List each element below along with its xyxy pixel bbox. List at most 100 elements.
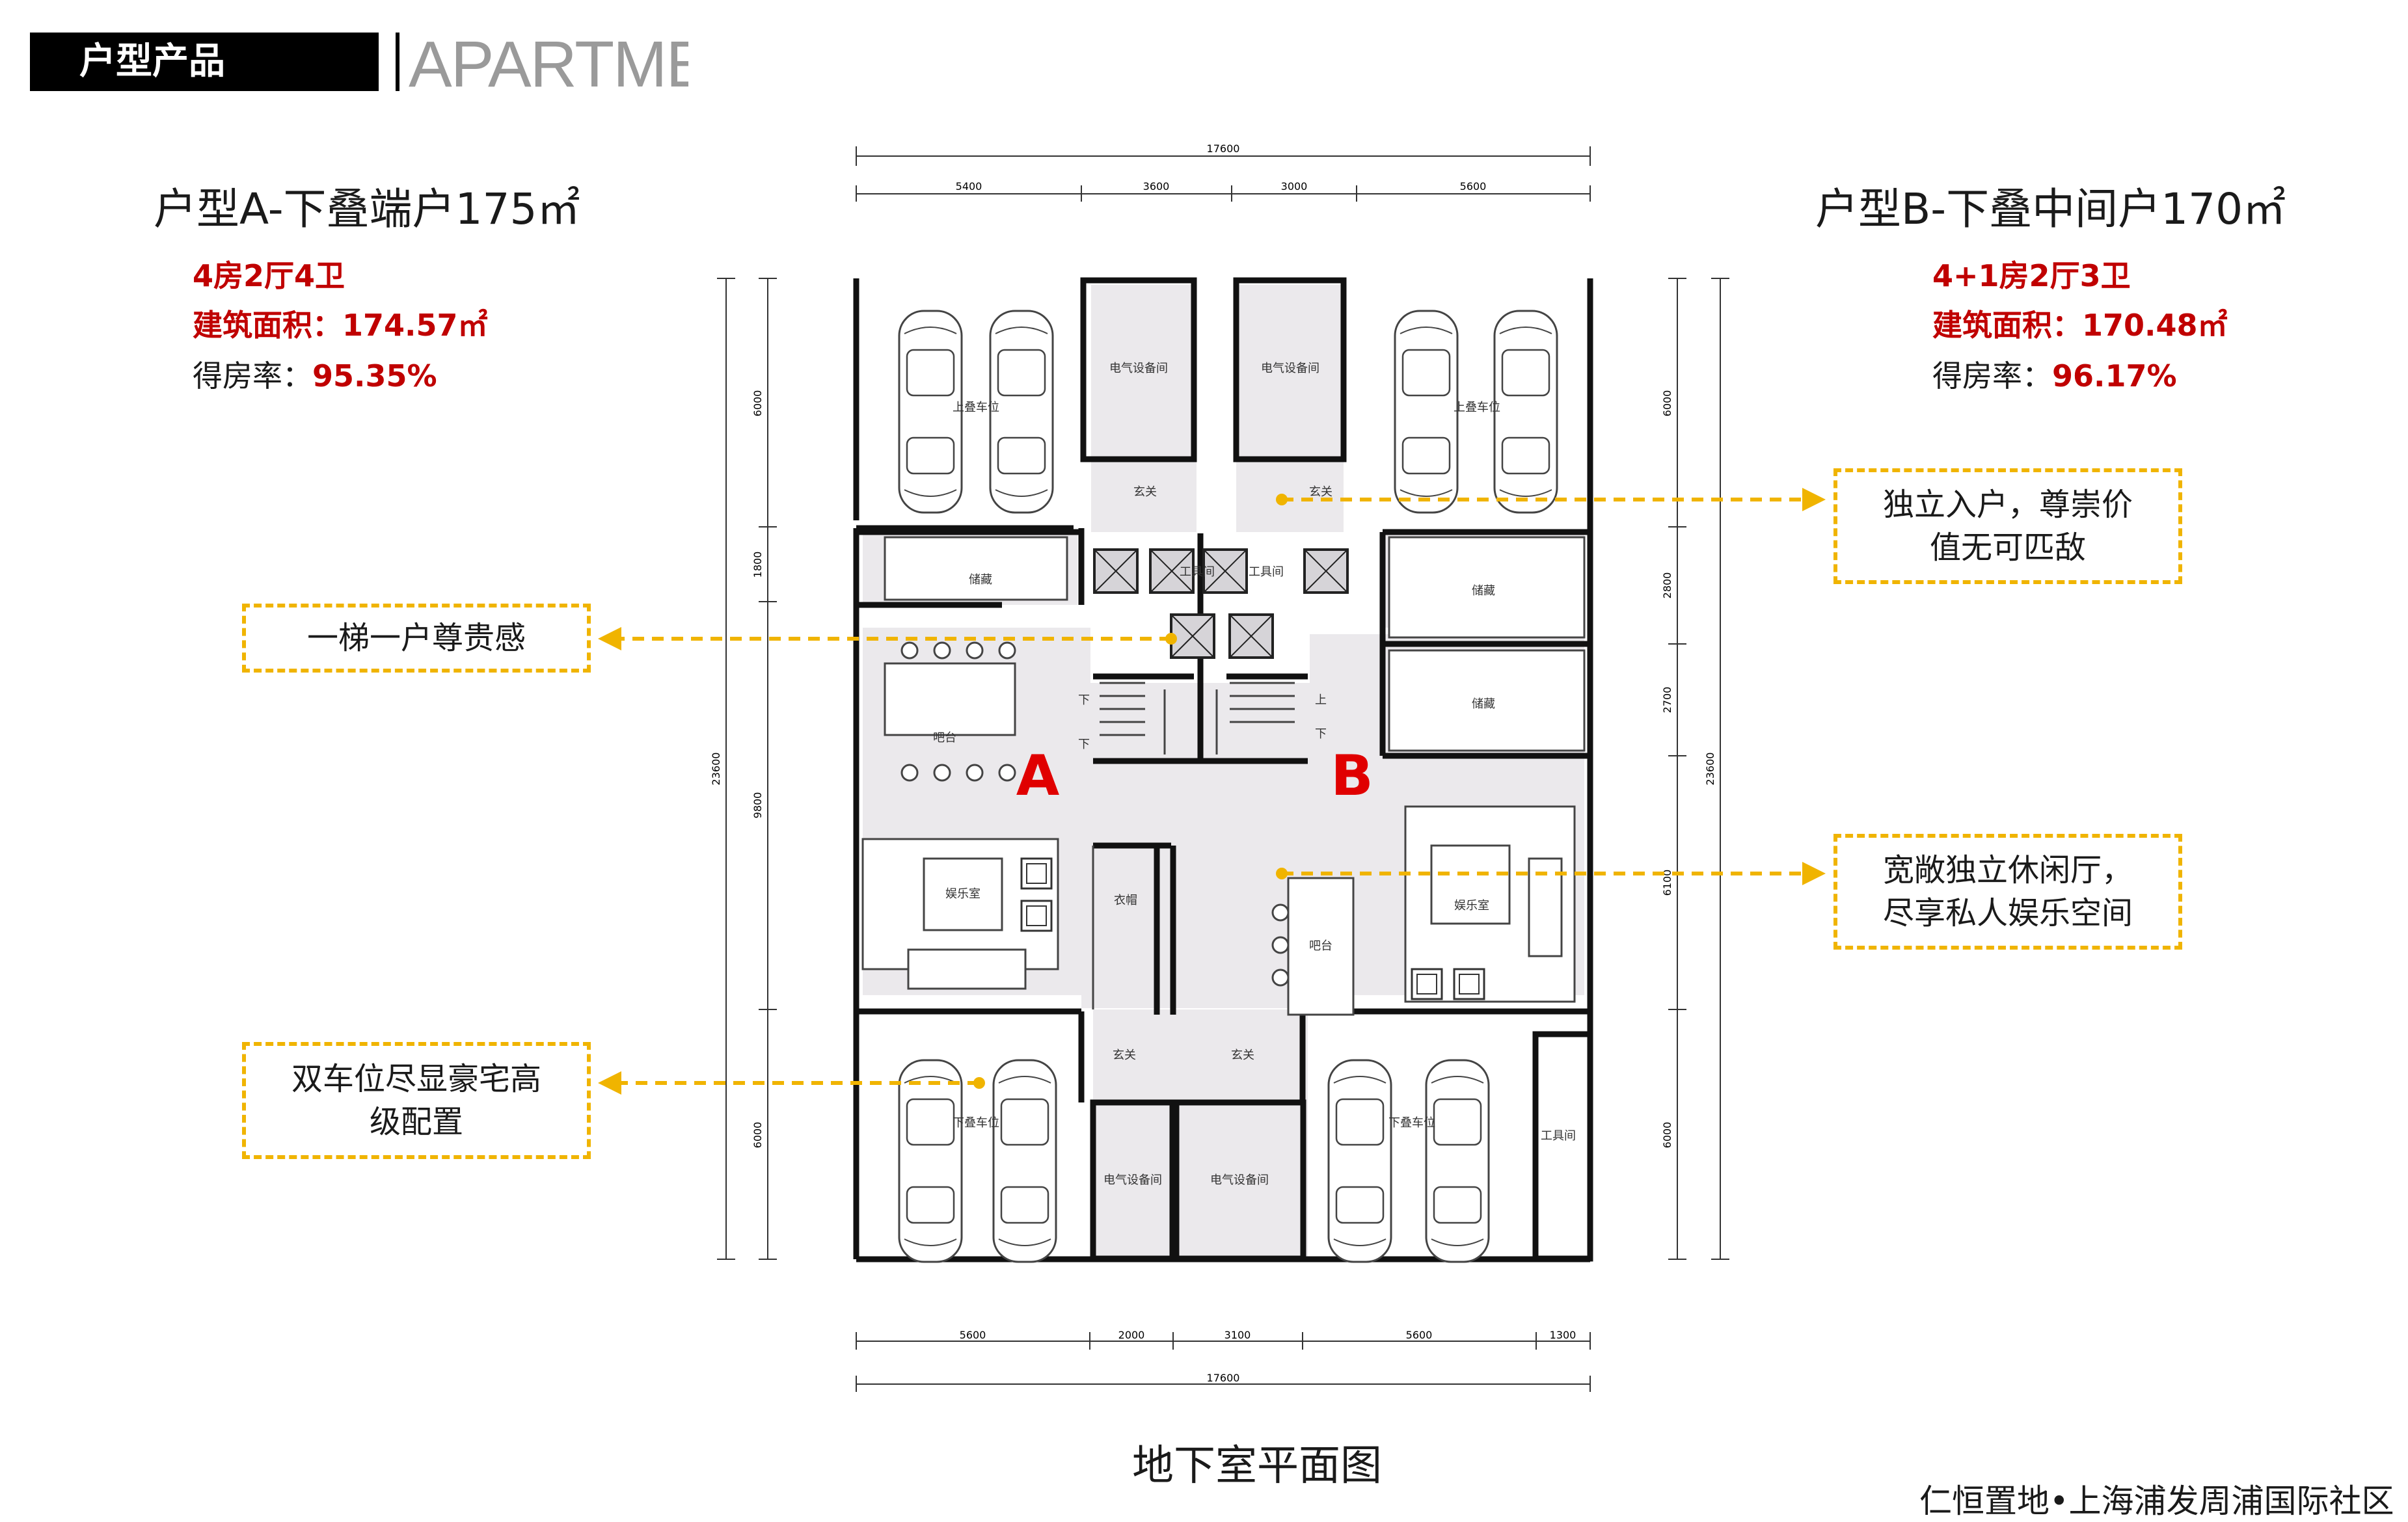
dimension-top xyxy=(856,146,1591,202)
label-entertainment-b: 娱乐室 xyxy=(1454,899,1489,913)
dim-left-0: 6000 xyxy=(751,390,764,417)
unit-a-ratio-label: 得房率： xyxy=(193,358,312,394)
label-stair-down-1: 下 xyxy=(1078,693,1090,707)
dim-right-3: 6100 xyxy=(1661,870,1673,896)
label-parking-upper-b: 上叠车位 xyxy=(1454,401,1500,414)
dim-bottom-4: 1300 xyxy=(1550,1329,1576,1341)
dim-right-0: 6000 xyxy=(1661,390,1673,417)
dim-right-4: 6000 xyxy=(1661,1122,1673,1149)
label-stair-down-3: 下 xyxy=(1315,727,1327,741)
callout-lounge: 宽敞独立休闲厅， 尽享私人娱乐空间 xyxy=(1833,834,2182,950)
dim-left-3: 6000 xyxy=(751,1122,764,1149)
project-credit: 仁恒置地•上海浦发周浦国际社区 xyxy=(1919,1482,2394,1520)
bar-stools xyxy=(900,641,1290,987)
dim-top-1: 3600 xyxy=(1143,180,1170,193)
label-tool-room-2: 工具间 xyxy=(1249,565,1284,579)
dim-top-3: 5600 xyxy=(1460,180,1487,193)
dim-top-2: 3000 xyxy=(1281,180,1308,193)
unit-a-title: 户型A-下叠端户175㎡ xyxy=(154,184,580,234)
dimension-bottom xyxy=(856,1332,1591,1392)
unit-a-area: 建筑面积：174.57㎡ xyxy=(193,302,488,345)
unit-a-area-label: 建筑面积： xyxy=(193,308,342,343)
label-stair-down-2: 下 xyxy=(1078,738,1090,751)
car-icon xyxy=(1493,310,1558,514)
label-electrical-4: 电气设备间 xyxy=(1210,1173,1269,1187)
car-icon xyxy=(989,310,1054,514)
label-parking-upper-a: 上叠车位 xyxy=(953,401,999,414)
section-tag-english: APARTMEI xyxy=(396,33,688,91)
dim-left-2: 9800 xyxy=(751,792,764,819)
dim-left-total: 23600 xyxy=(710,753,722,786)
callout-parking-line1: 双车位尽显豪宅高 xyxy=(291,1060,541,1097)
label-cloakroom: 衣帽 xyxy=(1114,894,1137,907)
unit-a-layout: 4房2厅4卫 xyxy=(193,258,345,293)
walls xyxy=(853,277,1593,1262)
dim-right-1: 2800 xyxy=(1661,572,1673,599)
unit-b-ratio-label: 得房率： xyxy=(1932,358,2052,394)
unit-b-title: 户型B-下叠中间户170㎡ xyxy=(1815,184,2286,234)
armchair-icon xyxy=(1411,968,1443,1000)
label-electrical-3: 电气设备间 xyxy=(1103,1173,1162,1187)
label-tool-room-1: 工具间 xyxy=(1180,565,1215,579)
dim-right-2: 2700 xyxy=(1661,687,1673,714)
dim-left-1: 1800 xyxy=(751,552,764,578)
car-icon xyxy=(992,1059,1057,1263)
lift-icon xyxy=(1228,613,1274,659)
label-foyer-4: 玄关 xyxy=(1231,1048,1254,1062)
callout-parking-line2: 级配置 xyxy=(369,1104,463,1140)
coffee-table xyxy=(923,857,1003,931)
callout-parking-dot xyxy=(973,1077,985,1089)
label-parking-lower-a: 下叠车位 xyxy=(953,1116,999,1130)
label-parking-lower-b: 下叠车位 xyxy=(1388,1116,1435,1130)
dimension-left xyxy=(717,278,777,1260)
car-icon xyxy=(1425,1059,1490,1263)
dim-top-total: 17600 xyxy=(1207,142,1240,155)
label-bar-b: 吧台 xyxy=(1309,939,1333,953)
unit-a-marker: A xyxy=(1016,743,1060,808)
dimension-right xyxy=(1668,278,1729,1260)
dim-bottom-0: 5600 xyxy=(960,1329,986,1341)
lift-icon xyxy=(1303,548,1349,594)
callout-entry-dot xyxy=(1276,494,1288,505)
unit-b-ratio: 得房率：96.17% xyxy=(1932,353,2177,395)
callout-parking: 双车位尽显豪宅高 级配置 xyxy=(242,1042,591,1159)
armchair-icon xyxy=(1453,968,1485,1000)
label-bar-a: 吧台 xyxy=(933,731,956,745)
lift-icon xyxy=(1093,548,1139,594)
label-foyer-3: 玄关 xyxy=(1113,1048,1136,1062)
lift-icon xyxy=(1170,613,1215,659)
unit-a-ratio: 得房率：95.35% xyxy=(193,353,437,395)
label-storage-2: 储藏 xyxy=(1472,584,1495,598)
unit-b-area-value: 170.48㎡ xyxy=(2082,308,2228,343)
coffee-table xyxy=(1430,844,1511,925)
callout-lounge-dot xyxy=(1276,868,1288,879)
dim-bottom-1: 2000 xyxy=(1118,1329,1145,1341)
label-stair-up: 上 xyxy=(1315,693,1327,707)
callout-lounge-line1: 宽敞独立休闲厅， xyxy=(1882,851,2133,888)
dim-right-total: 23600 xyxy=(1704,753,1716,786)
unit-b-layout: 4+1房2厅3卫 xyxy=(1932,258,2131,293)
label-foyer-2: 玄关 xyxy=(1309,485,1333,499)
armchair-icon xyxy=(1020,857,1053,890)
callout-entry-line1: 独立入户，尊崇价 xyxy=(1882,486,2133,523)
label-entertainment-a: 娱乐室 xyxy=(945,887,981,901)
section-tag: 户型产品 xyxy=(30,33,379,91)
dim-bottom-2: 3100 xyxy=(1224,1329,1251,1341)
car-icon xyxy=(1394,310,1459,514)
unit-a-ratio-value: 95.35% xyxy=(312,358,437,394)
unit-a-area-value: 174.57㎡ xyxy=(342,308,488,343)
callout-lounge-line2: 尽享私人娱乐空间 xyxy=(1882,895,2133,931)
car-icon xyxy=(898,1059,963,1263)
unit-b-ratio-value: 96.17% xyxy=(2052,358,2177,394)
callout-elevator-text: 一梯一户尊贵感 xyxy=(306,619,526,656)
callout-entry-line2: 值无可匹敌 xyxy=(1929,529,2086,566)
callout-elevator: 一梯一户尊贵感 xyxy=(242,604,591,673)
dim-bottom-total: 17600 xyxy=(1207,1372,1240,1384)
dim-top-0: 5400 xyxy=(956,180,982,193)
unit-b-marker: B xyxy=(1331,743,1373,808)
callout-entry: 独立入户，尊崇价 值无可匹敌 xyxy=(1833,468,2182,584)
plan-caption: 地下室平面图 xyxy=(1132,1442,1382,1490)
car-icon xyxy=(1327,1059,1392,1263)
armchair-icon xyxy=(1020,900,1053,932)
